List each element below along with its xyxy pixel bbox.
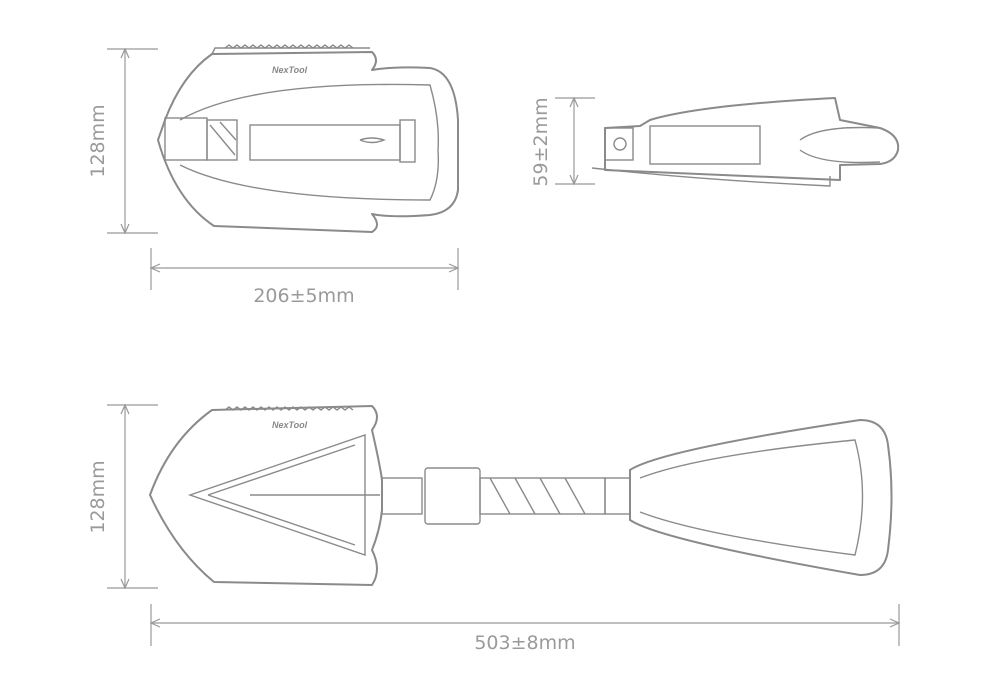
folded-thickness-dimension: 59±2mm: [530, 96, 595, 187]
folded-side-view: [591, 97, 900, 187]
folded-height-dimension: 128mm: [87, 47, 158, 235]
extended-height-label: 128mm: [87, 460, 109, 533]
folded-top-view: NexTool: [157, 44, 459, 233]
folded-length-dimension: 206±5mm: [149, 248, 460, 307]
extended-length-dimension: 503±8mm: [149, 604, 901, 654]
folded-height-label: 128mm: [87, 104, 109, 177]
extended-view: NexTool: [149, 405, 893, 586]
brand-logo-text-extended: NexTool: [272, 420, 308, 430]
folded-length-label: 206±5mm: [253, 285, 354, 307]
brand-logo-text: NexTool: [272, 65, 308, 75]
extended-height-dimension: 128mm: [87, 403, 158, 590]
folded-thickness-label: 59±2mm: [530, 97, 552, 186]
extended-length-label: 503±8mm: [474, 632, 575, 654]
